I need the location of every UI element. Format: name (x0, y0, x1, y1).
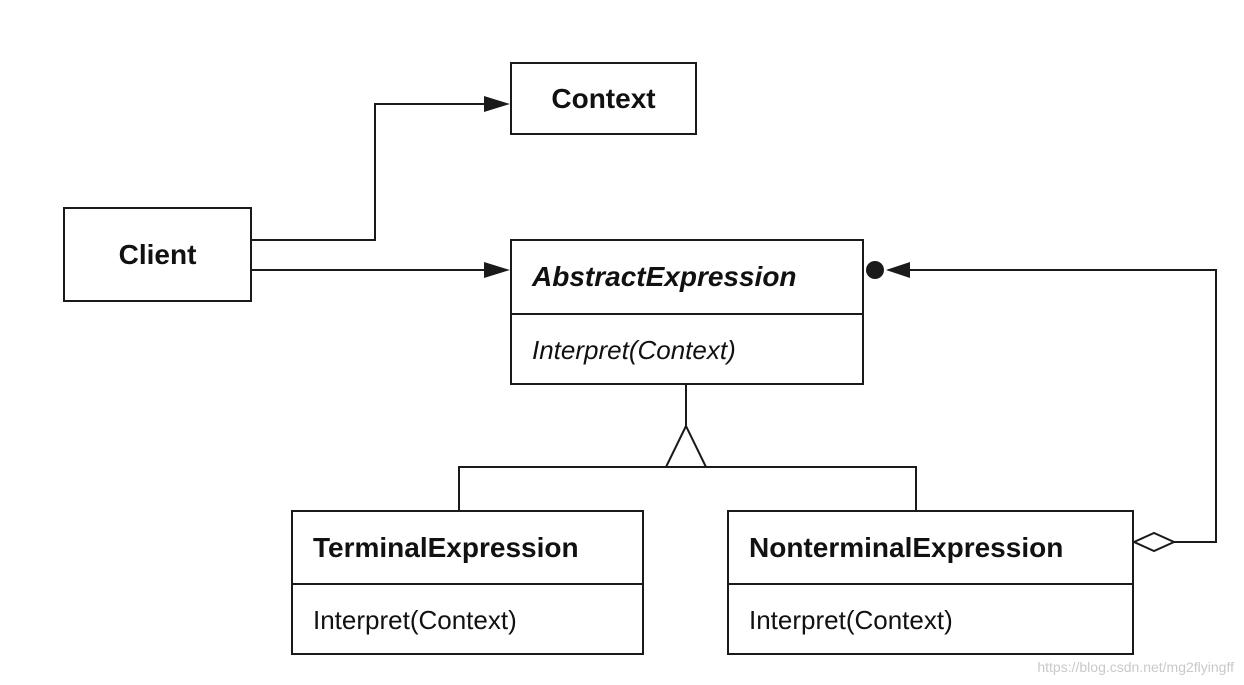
inheritance-triangle (664, 423, 708, 468)
abstract-expression-class: AbstractExpression Interpret(Context) (510, 239, 864, 385)
inheritance-branch (458, 466, 917, 510)
client-context-association (252, 103, 484, 241)
nonterminal-expression-operation: Interpret(Context) (749, 604, 953, 635)
terminal-expression-operation: Interpret(Context) (313, 604, 517, 635)
nonterminal-expression-header: NonterminalExpression (729, 512, 1132, 583)
nonterminal-expression-operations: Interpret(Context) (729, 583, 1132, 655)
aggregation-diamond (1131, 531, 1177, 553)
context-class: Context (510, 62, 697, 135)
client-abstract-arrowhead (484, 262, 510, 278)
nonterminal-expression-class: NonterminalExpression Interpret(Context) (727, 510, 1134, 655)
aggregation-arrowhead (886, 262, 910, 278)
watermark: https://blog.csdn.net/mg2flyingff (1037, 659, 1234, 675)
aggregation-line (910, 269, 1217, 543)
terminal-expression-header: TerminalExpression (293, 512, 642, 583)
terminal-expression-operations: Interpret(Context) (293, 583, 642, 655)
client-class: Client (63, 207, 252, 302)
aggregation-multiplicity-dot (866, 261, 884, 279)
client-class-name: Client (118, 238, 197, 270)
client-context-arrowhead (484, 96, 510, 112)
abstract-expression-name: AbstractExpression (532, 261, 797, 292)
abstract-expression-header: AbstractExpression (512, 241, 862, 313)
terminal-expression-name: TerminalExpression (313, 531, 579, 563)
nonterminal-expression-name: NonterminalExpression (749, 531, 1064, 563)
context-class-name: Context (551, 82, 656, 114)
terminal-expression-class: TerminalExpression Interpret(Context) (291, 510, 644, 655)
abstract-expression-operations: Interpret(Context) (512, 313, 862, 385)
abstract-expression-operation: Interpret(Context) (532, 334, 736, 365)
